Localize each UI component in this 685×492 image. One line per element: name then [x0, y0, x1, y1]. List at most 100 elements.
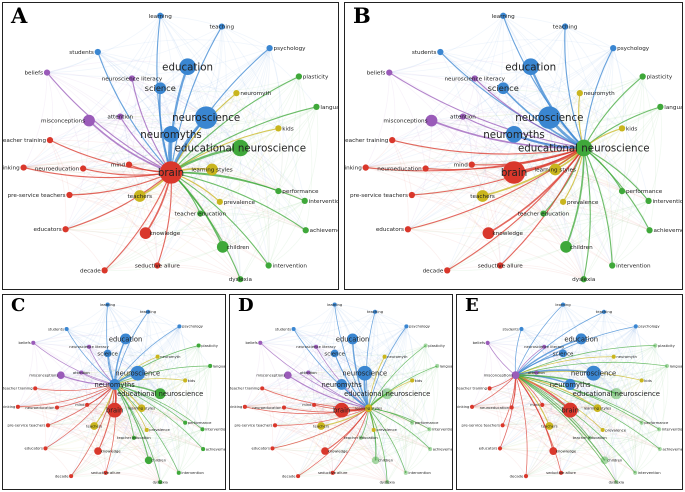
link	[35, 338, 126, 389]
focus-link	[332, 408, 369, 474]
node-decade	[523, 474, 529, 479]
node-children	[216, 241, 229, 253]
node-label-interventions: interventions	[432, 428, 453, 432]
node-neuroscience	[538, 106, 561, 129]
link	[119, 78, 133, 117]
link	[405, 422, 414, 473]
link	[88, 47, 270, 121]
link	[47, 423, 204, 450]
network-graph-a: learningteachingstudentspsychologybelief…	[3, 12, 338, 283]
link	[611, 191, 624, 266]
link	[244, 372, 309, 408]
link	[87, 404, 203, 430]
node-label-students: students	[412, 50, 437, 56]
focus-link	[471, 374, 516, 408]
link	[65, 228, 241, 280]
link	[313, 404, 407, 474]
link	[244, 304, 335, 408]
link	[525, 304, 564, 477]
link	[23, 160, 172, 173]
node-science	[497, 82, 510, 95]
node-label-performance: performance	[626, 189, 663, 195]
link	[268, 230, 307, 266]
link	[425, 26, 566, 169]
link	[65, 164, 130, 230]
link	[375, 428, 430, 461]
link	[120, 92, 237, 118]
node-mind	[312, 402, 317, 407]
link	[603, 311, 660, 430]
node-label-preservice: pre-service teachers	[462, 424, 500, 428]
link	[365, 160, 515, 173]
link	[392, 139, 544, 214]
link	[536, 365, 668, 378]
link	[157, 345, 199, 358]
link	[579, 76, 643, 94]
link	[562, 353, 661, 450]
node-label-beliefs: beliefs	[246, 341, 258, 345]
link	[360, 393, 388, 439]
link	[425, 116, 464, 169]
link	[616, 345, 656, 394]
link	[313, 404, 334, 473]
link	[88, 15, 161, 121]
link	[472, 405, 603, 431]
focus-link	[515, 311, 605, 376]
link	[159, 393, 180, 473]
link	[260, 328, 294, 344]
node-label-achievement: achievement	[206, 447, 226, 451]
node-label-teachertraining: teacher training	[345, 138, 389, 144]
link	[604, 428, 660, 461]
link	[146, 365, 211, 431]
link	[244, 374, 289, 408]
link	[133, 428, 203, 440]
link	[489, 388, 503, 426]
link	[170, 133, 307, 231]
node-label-teachertraining: teacher training	[230, 387, 260, 391]
link	[560, 311, 605, 474]
nodes	[15, 302, 213, 485]
node-neuroeducation	[422, 165, 429, 172]
node-teaching	[601, 309, 607, 314]
link	[23, 164, 84, 169]
link	[157, 264, 241, 280]
link	[34, 388, 47, 449]
link	[272, 345, 426, 449]
link	[642, 76, 657, 231]
network-graph-d: learningteachingstudentspsychologybelief…	[230, 302, 453, 484]
link	[487, 334, 582, 344]
node-decade	[101, 267, 108, 274]
link	[221, 26, 270, 266]
link	[114, 409, 161, 483]
node-intervention	[609, 262, 616, 269]
link	[274, 423, 431, 450]
link	[69, 194, 269, 266]
node-label-eduneuro: educational neuroscience	[344, 390, 430, 398]
link	[392, 139, 649, 202]
link	[634, 345, 657, 473]
link	[386, 345, 427, 483]
link	[236, 92, 279, 192]
node-label-teachereducation: teacher education	[573, 436, 608, 440]
node-label-education: education	[162, 61, 213, 73]
link	[146, 380, 186, 431]
node-label-learningstyles: learning styles	[535, 168, 576, 174]
link	[425, 345, 435, 450]
node-label-education: education	[109, 335, 142, 343]
link	[392, 116, 464, 141]
link	[272, 384, 343, 449]
node-students	[519, 326, 524, 332]
link	[86, 404, 107, 473]
focus-links	[365, 15, 661, 280]
link	[141, 407, 186, 424]
link	[60, 374, 135, 439]
node-language	[208, 363, 213, 369]
node-education	[347, 333, 359, 345]
link	[287, 304, 336, 376]
link	[431, 120, 489, 234]
node-label-attention: attention	[107, 115, 133, 121]
focus-link	[105, 384, 117, 473]
link	[274, 424, 326, 452]
node-education	[179, 58, 196, 76]
